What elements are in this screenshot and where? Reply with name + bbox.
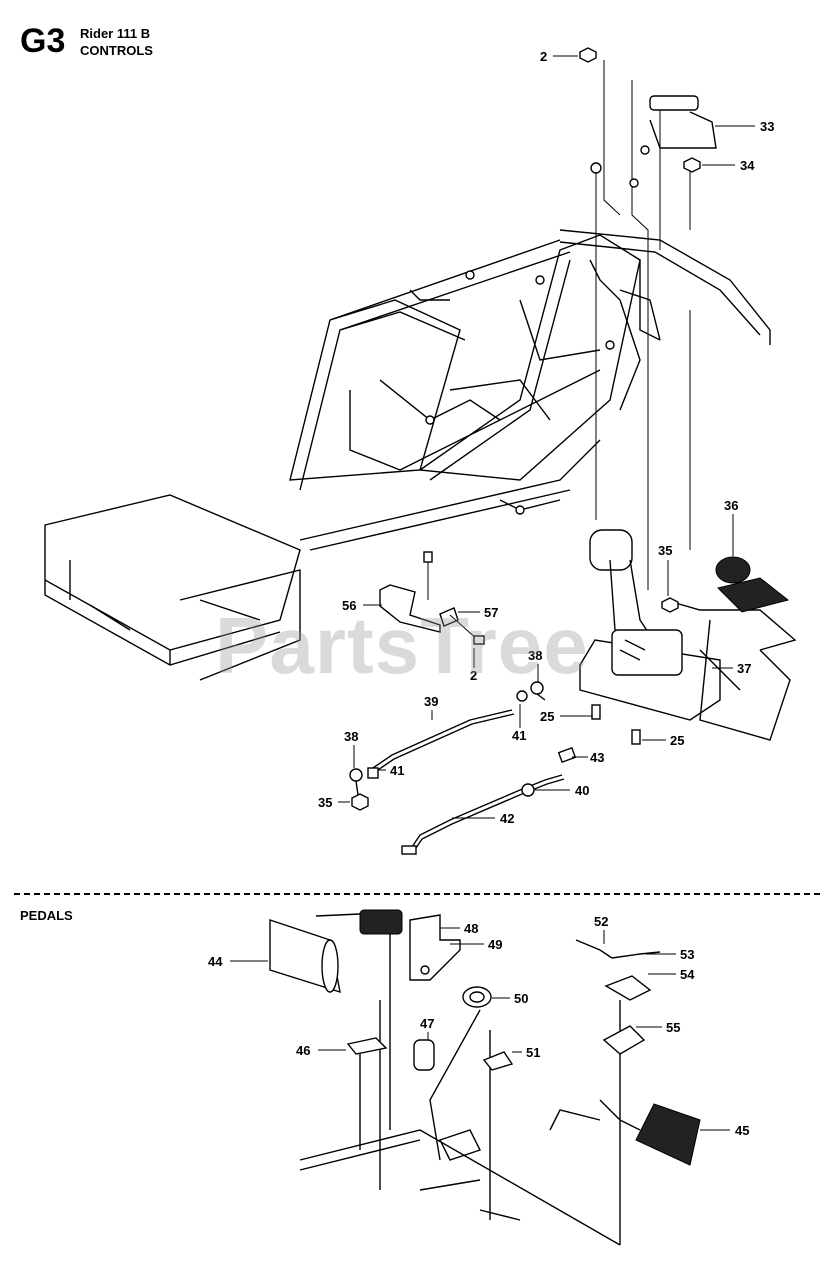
callout-57: 57	[484, 605, 498, 620]
callout-38-left: 38	[344, 729, 358, 744]
callout-45: 45	[735, 1123, 749, 1138]
callout-54: 54	[680, 967, 695, 982]
callout-46: 46	[296, 1043, 310, 1058]
part-57	[439, 607, 459, 627]
part-52	[575, 939, 613, 959]
callout-50: 50	[514, 991, 528, 1006]
block-55	[602, 1025, 646, 1055]
control-rods	[595, 60, 691, 590]
part-51	[482, 1051, 514, 1071]
callout-36: 36	[724, 498, 738, 513]
callout-35-left: 35	[318, 795, 332, 810]
callout-2-top: 2	[540, 49, 547, 64]
plate-46	[346, 1037, 388, 1055]
callout-25-left: 25	[540, 709, 554, 724]
part-47	[413, 1039, 435, 1071]
diagram-code: G3	[20, 22, 66, 60]
callout-34: 34	[740, 158, 755, 173]
callout-48: 48	[464, 921, 478, 936]
callout-49: 49	[488, 937, 502, 952]
bolts-25	[591, 704, 641, 745]
callout-42: 42	[500, 811, 514, 826]
nut-34	[683, 157, 701, 173]
pad-44	[269, 919, 341, 994]
callout-labels: 2 33 34 36 35 56 57 2 38 37 39 25 41 25 …	[208, 49, 774, 1138]
nut-35-right	[661, 597, 679, 613]
callout-51: 51	[526, 1045, 540, 1060]
pedals-frame	[299, 930, 621, 1246]
callout-56: 56	[342, 598, 356, 613]
nut-35-left	[351, 793, 369, 811]
diagram-title: CONTROLS	[80, 43, 153, 58]
callout-38-right: 38	[528, 648, 542, 663]
callout-35-right: 35	[658, 543, 672, 558]
callout-39: 39	[424, 694, 438, 709]
callout-52: 52	[594, 914, 608, 929]
model-name: Rider 111 B	[80, 26, 151, 41]
pedal-45	[599, 1099, 701, 1166]
bracket-56	[379, 551, 441, 633]
cable-39	[367, 709, 515, 779]
pedal-assembly	[579, 529, 797, 741]
spring-48	[315, 909, 403, 935]
callout-25-right: 25	[670, 733, 684, 748]
bracket-49	[409, 914, 461, 981]
spring-43	[557, 747, 577, 763]
watermark: PartsTree	[215, 601, 589, 690]
callout-33: 33	[760, 119, 774, 134]
section-divider	[14, 893, 820, 895]
deck-plate	[44, 494, 301, 681]
cable-53	[611, 951, 661, 959]
callout-43: 43	[590, 750, 604, 765]
ball-joint-38-right	[530, 681, 546, 701]
callout-40: 40	[575, 783, 589, 798]
leader-lines	[230, 55, 755, 1131]
part-33-handle	[649, 95, 717, 149]
callout-37: 37	[737, 661, 751, 676]
nut-2-top	[579, 47, 597, 63]
ball-joint-38-left	[349, 768, 363, 796]
callout-2-mid: 2	[470, 668, 477, 683]
pedal-pad-36	[715, 556, 790, 613]
callout-41-right: 41	[512, 728, 526, 743]
section-title-pedals: PEDALS	[20, 908, 73, 923]
cable-42	[401, 774, 565, 855]
part-40	[521, 783, 535, 797]
ring-50	[462, 986, 492, 1008]
callout-44: 44	[208, 954, 223, 969]
bolt-2-mid	[449, 614, 485, 645]
callout-41-left: 41	[390, 763, 404, 778]
callout-47: 47	[420, 1016, 434, 1031]
chassis-frame	[289, 229, 771, 551]
callout-53: 53	[680, 947, 694, 962]
nut-41-right	[516, 690, 528, 702]
callout-55: 55	[666, 1020, 680, 1035]
bracket-54	[604, 975, 652, 1001]
